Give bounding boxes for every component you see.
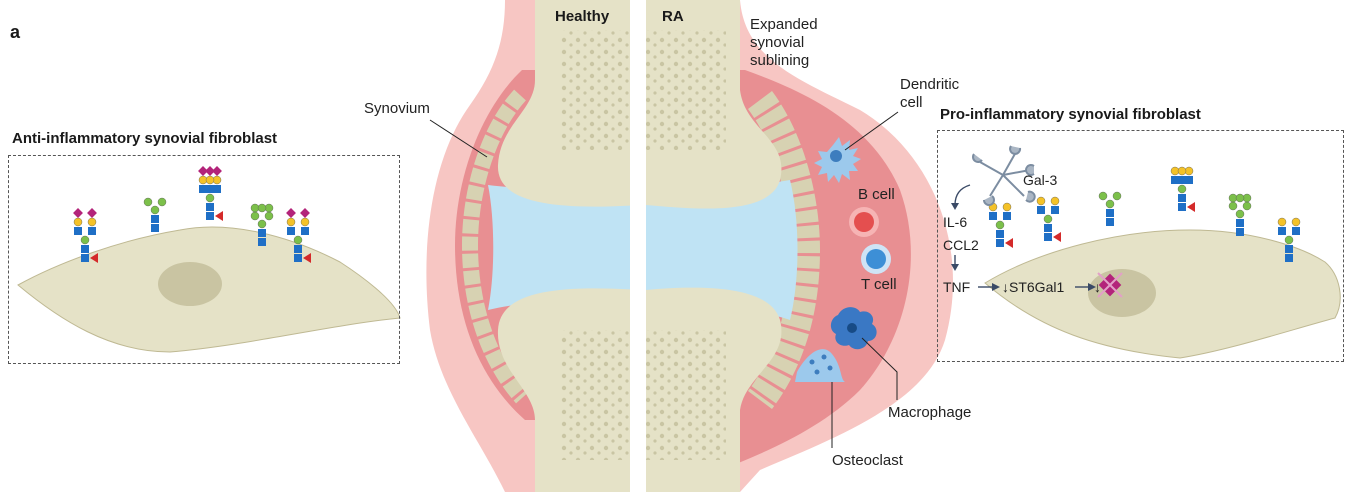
t-cell-label: T cell bbox=[861, 276, 897, 293]
osteoclast-label: Osteoclast bbox=[832, 452, 903, 469]
il6-label: IL-6 bbox=[943, 214, 967, 231]
panel-letter: a bbox=[10, 22, 20, 43]
t-cell-icon bbox=[861, 244, 891, 274]
anti-inflammatory-box bbox=[8, 155, 400, 364]
pro-inflammatory-box bbox=[937, 130, 1344, 362]
expanded-label-1: Expanded bbox=[750, 16, 818, 33]
dendritic-label-2: cell bbox=[900, 94, 923, 111]
tnf-label: TNF bbox=[943, 279, 970, 296]
down-arrow-label: ↓ bbox=[1094, 279, 1101, 296]
expanded-label-2: synovial bbox=[750, 34, 804, 51]
st6gal1-label: ↓ST6Gal1 bbox=[1002, 279, 1064, 296]
b-cell-label: B cell bbox=[858, 186, 895, 203]
anti-title: Anti-inflammatory synovial fibroblast bbox=[12, 130, 277, 147]
healthy-title: Healthy bbox=[555, 8, 609, 25]
b-cell-icon bbox=[849, 207, 879, 237]
ccl2-label: CCL2 bbox=[943, 237, 979, 254]
ra-title: RA bbox=[662, 8, 684, 25]
gal3-label: Gal-3 bbox=[1023, 172, 1057, 189]
pro-title: Pro-inflammatory synovial fibroblast bbox=[940, 106, 1201, 123]
synovium-label: Synovium bbox=[364, 100, 430, 117]
center-divider bbox=[630, 0, 646, 492]
macrophage-label: Macrophage bbox=[888, 404, 971, 421]
dendritic-label-1: Dendritic bbox=[900, 76, 959, 93]
expanded-label-3: sublining bbox=[750, 52, 809, 69]
healthy-joint bbox=[426, 0, 640, 492]
